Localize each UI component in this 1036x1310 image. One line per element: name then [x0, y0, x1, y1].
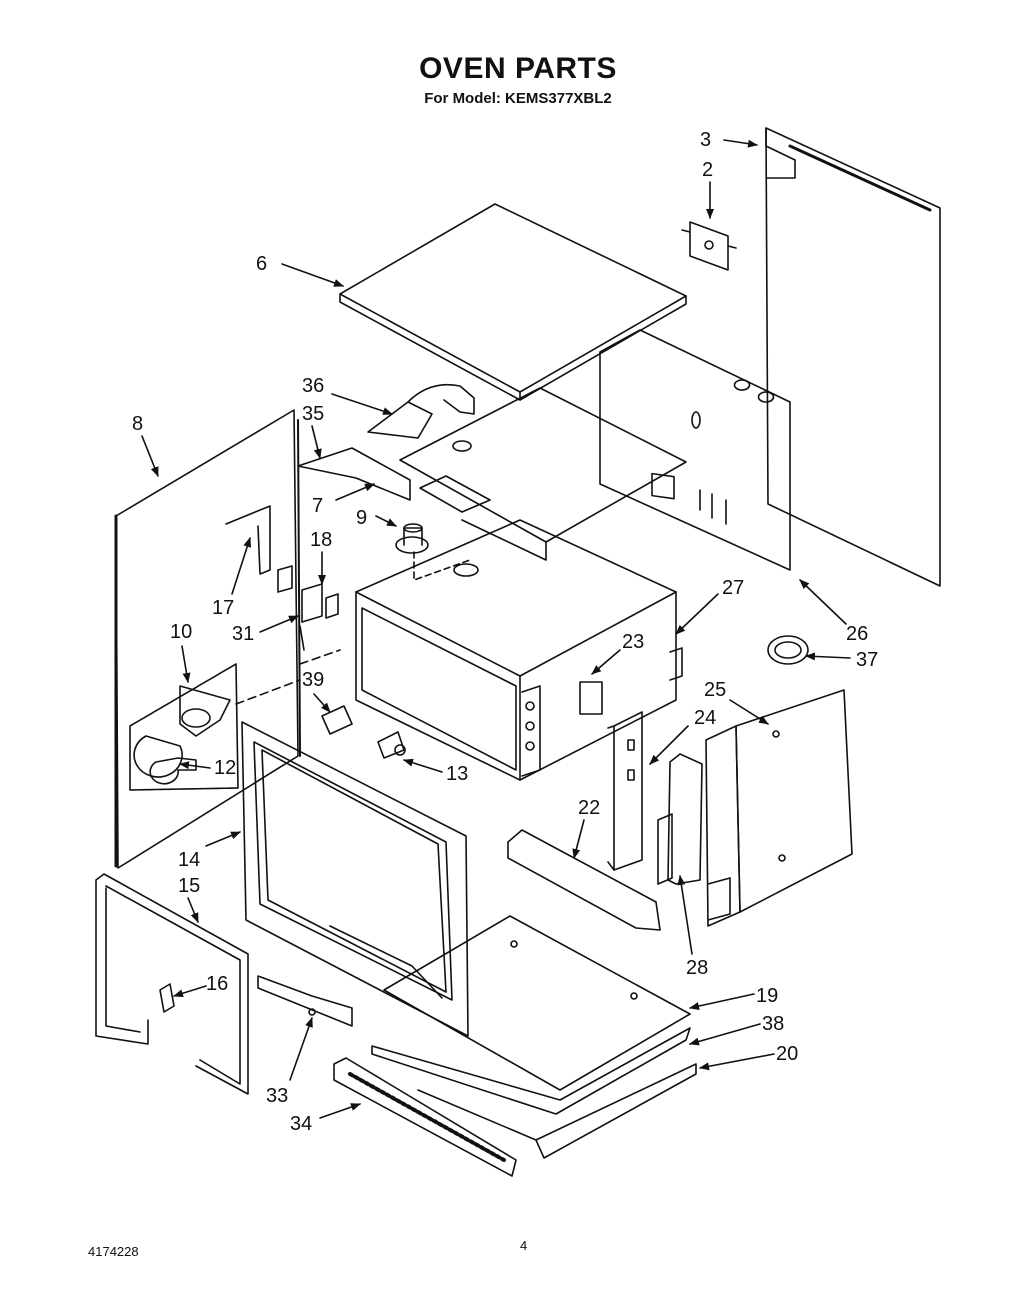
- callout-16: 16: [206, 973, 228, 995]
- hinge-part-28: [657, 753, 703, 885]
- leader-arrows: [141, 139, 851, 1119]
- callout-14: 14: [178, 849, 200, 871]
- light-socket-part-10: [129, 649, 341, 791]
- side-wrap-part-25: [705, 689, 853, 927]
- callout-31: 31: [232, 623, 254, 645]
- clip-part-13: [377, 731, 406, 759]
- callout-9: 9: [356, 507, 367, 529]
- bulb-part-12: [149, 757, 197, 785]
- ring-part-37: [767, 635, 809, 665]
- callout-23: 23: [622, 631, 644, 653]
- bottom-panel-part-38: [371, 1027, 691, 1115]
- callout-7: 7: [312, 495, 323, 517]
- bottom-panel-part-19: [383, 915, 691, 1091]
- callout-17: 17: [212, 597, 234, 619]
- clip-part-39: [321, 705, 353, 735]
- support-rail-part-22: [507, 829, 661, 931]
- callout-3: 3: [700, 129, 711, 151]
- bracket-part-2: [681, 221, 737, 271]
- callout-10: 10: [170, 621, 192, 643]
- callout-12: 12: [214, 757, 236, 779]
- oven-cavity-part-27: [355, 519, 683, 781]
- rear-panel-part-3: [765, 127, 941, 587]
- callout-35: 35: [302, 403, 324, 425]
- callout-34: 34: [290, 1113, 312, 1135]
- part-callouts: 3 2 6 36 35 8 7 9 18 17 31 10 27 26 37 2…: [132, 129, 878, 1135]
- callout-24: 24: [694, 707, 716, 729]
- model-subtitle: For Model: KEMS377XBL2: [424, 90, 612, 107]
- bracket-parts-18-31: [277, 565, 339, 651]
- vent-grille-part-34: [333, 1057, 517, 1177]
- callout-37: 37: [856, 649, 878, 671]
- callout-33: 33: [266, 1085, 288, 1107]
- document-number: 4174228: [88, 1244, 139, 1259]
- grommet-part-9: [395, 523, 471, 581]
- callout-22: 22: [578, 797, 600, 819]
- side-panel-part-26: [599, 329, 791, 571]
- trim-part-33: [257, 975, 353, 1027]
- top-cover-part-6: [339, 203, 687, 401]
- upper-shelf-parts-7-35-36: [297, 383, 687, 561]
- callout-28: 28: [686, 957, 708, 979]
- callout-25: 25: [704, 679, 726, 701]
- bottom-panel-part-20: [417, 1063, 697, 1159]
- callout-20: 20: [776, 1043, 798, 1065]
- front-frame-part-14: [241, 721, 469, 1037]
- callout-38: 38: [762, 1013, 784, 1035]
- callout-13: 13: [446, 763, 468, 785]
- callout-2: 2: [702, 159, 713, 181]
- page-title: OVEN PARTS: [419, 52, 617, 85]
- callout-18: 18: [310, 529, 332, 551]
- callout-19: 19: [756, 985, 778, 1007]
- bracket-part-24: [607, 711, 643, 871]
- callout-6: 6: [256, 253, 267, 275]
- page-number: 4: [520, 1238, 528, 1253]
- callout-8: 8: [132, 413, 143, 435]
- door-gasket-part-15: [95, 873, 249, 1095]
- callout-26: 26: [846, 623, 868, 645]
- callout-39: 39: [302, 669, 324, 691]
- callout-27: 27: [722, 577, 744, 599]
- callout-36: 36: [302, 375, 324, 397]
- callout-15: 15: [178, 875, 200, 897]
- clip-part-16: [159, 983, 175, 1013]
- left-side-panel-part-8: [114, 409, 301, 869]
